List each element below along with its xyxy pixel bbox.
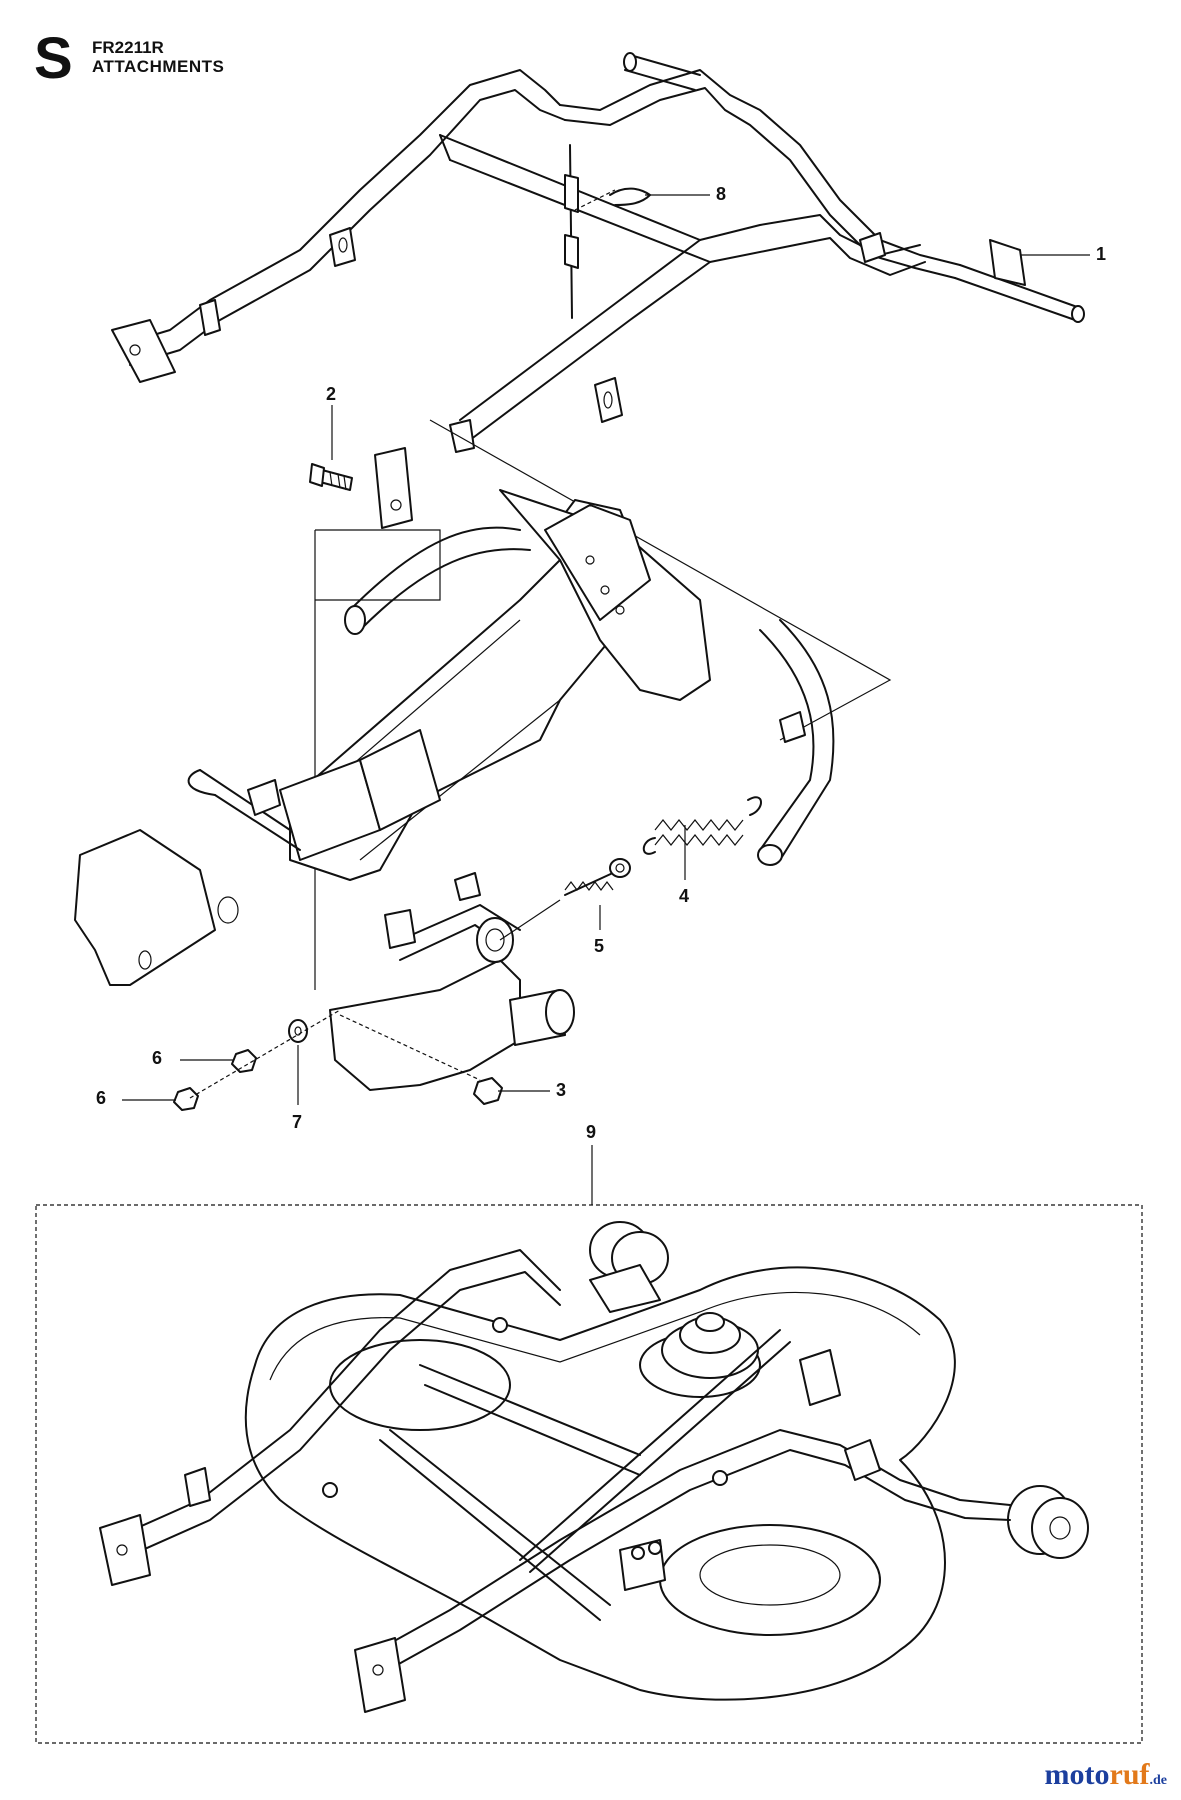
watermark-main: moto — [1044, 1758, 1110, 1791]
callout-4: 4 — [679, 886, 690, 906]
callout-6b: 6 — [96, 1088, 107, 1108]
nut-part-3 — [473, 1077, 503, 1105]
callout-8: 8 — [716, 184, 727, 204]
callout-3: 3 — [556, 1080, 567, 1100]
clip-pin-part-8 — [564, 144, 651, 319]
deck-frame-part-9 — [35, 1204, 1143, 1744]
callout-6a: 6 — [152, 1048, 163, 1068]
callout-2: 2 — [326, 384, 337, 404]
spring-part-4 — [642, 796, 762, 855]
nut-part-6a — [231, 1049, 257, 1073]
watermark-tld: .de — [1149, 1773, 1168, 1788]
bolt-part-2 — [309, 463, 353, 491]
watermark-accent: ruf — [1109, 1758, 1150, 1791]
mower-frame-assembly — [74, 419, 892, 1091]
nut-part-6b — [173, 1087, 199, 1111]
hardware-group — [173, 1009, 503, 1111]
section-title: ATTACHMENTS — [92, 57, 225, 76]
section-letter: S — [34, 26, 73, 91]
model-number: FR2211R — [92, 38, 164, 57]
callout-1: 1 — [1096, 244, 1107, 264]
watermark-logo: motoruf.de — [1045, 1758, 1167, 1792]
washer-part-7 — [288, 1019, 308, 1043]
eye-bolt-part-5 — [499, 858, 631, 941]
lift-frame-part-1 — [111, 52, 1085, 529]
callout-9: 9 — [586, 1122, 597, 1142]
mower-deck-part-9 — [99, 1221, 1089, 1713]
callout-5: 5 — [594, 936, 605, 956]
leader-lines — [122, 194, 1090, 1205]
callout-7: 7 — [292, 1112, 303, 1132]
